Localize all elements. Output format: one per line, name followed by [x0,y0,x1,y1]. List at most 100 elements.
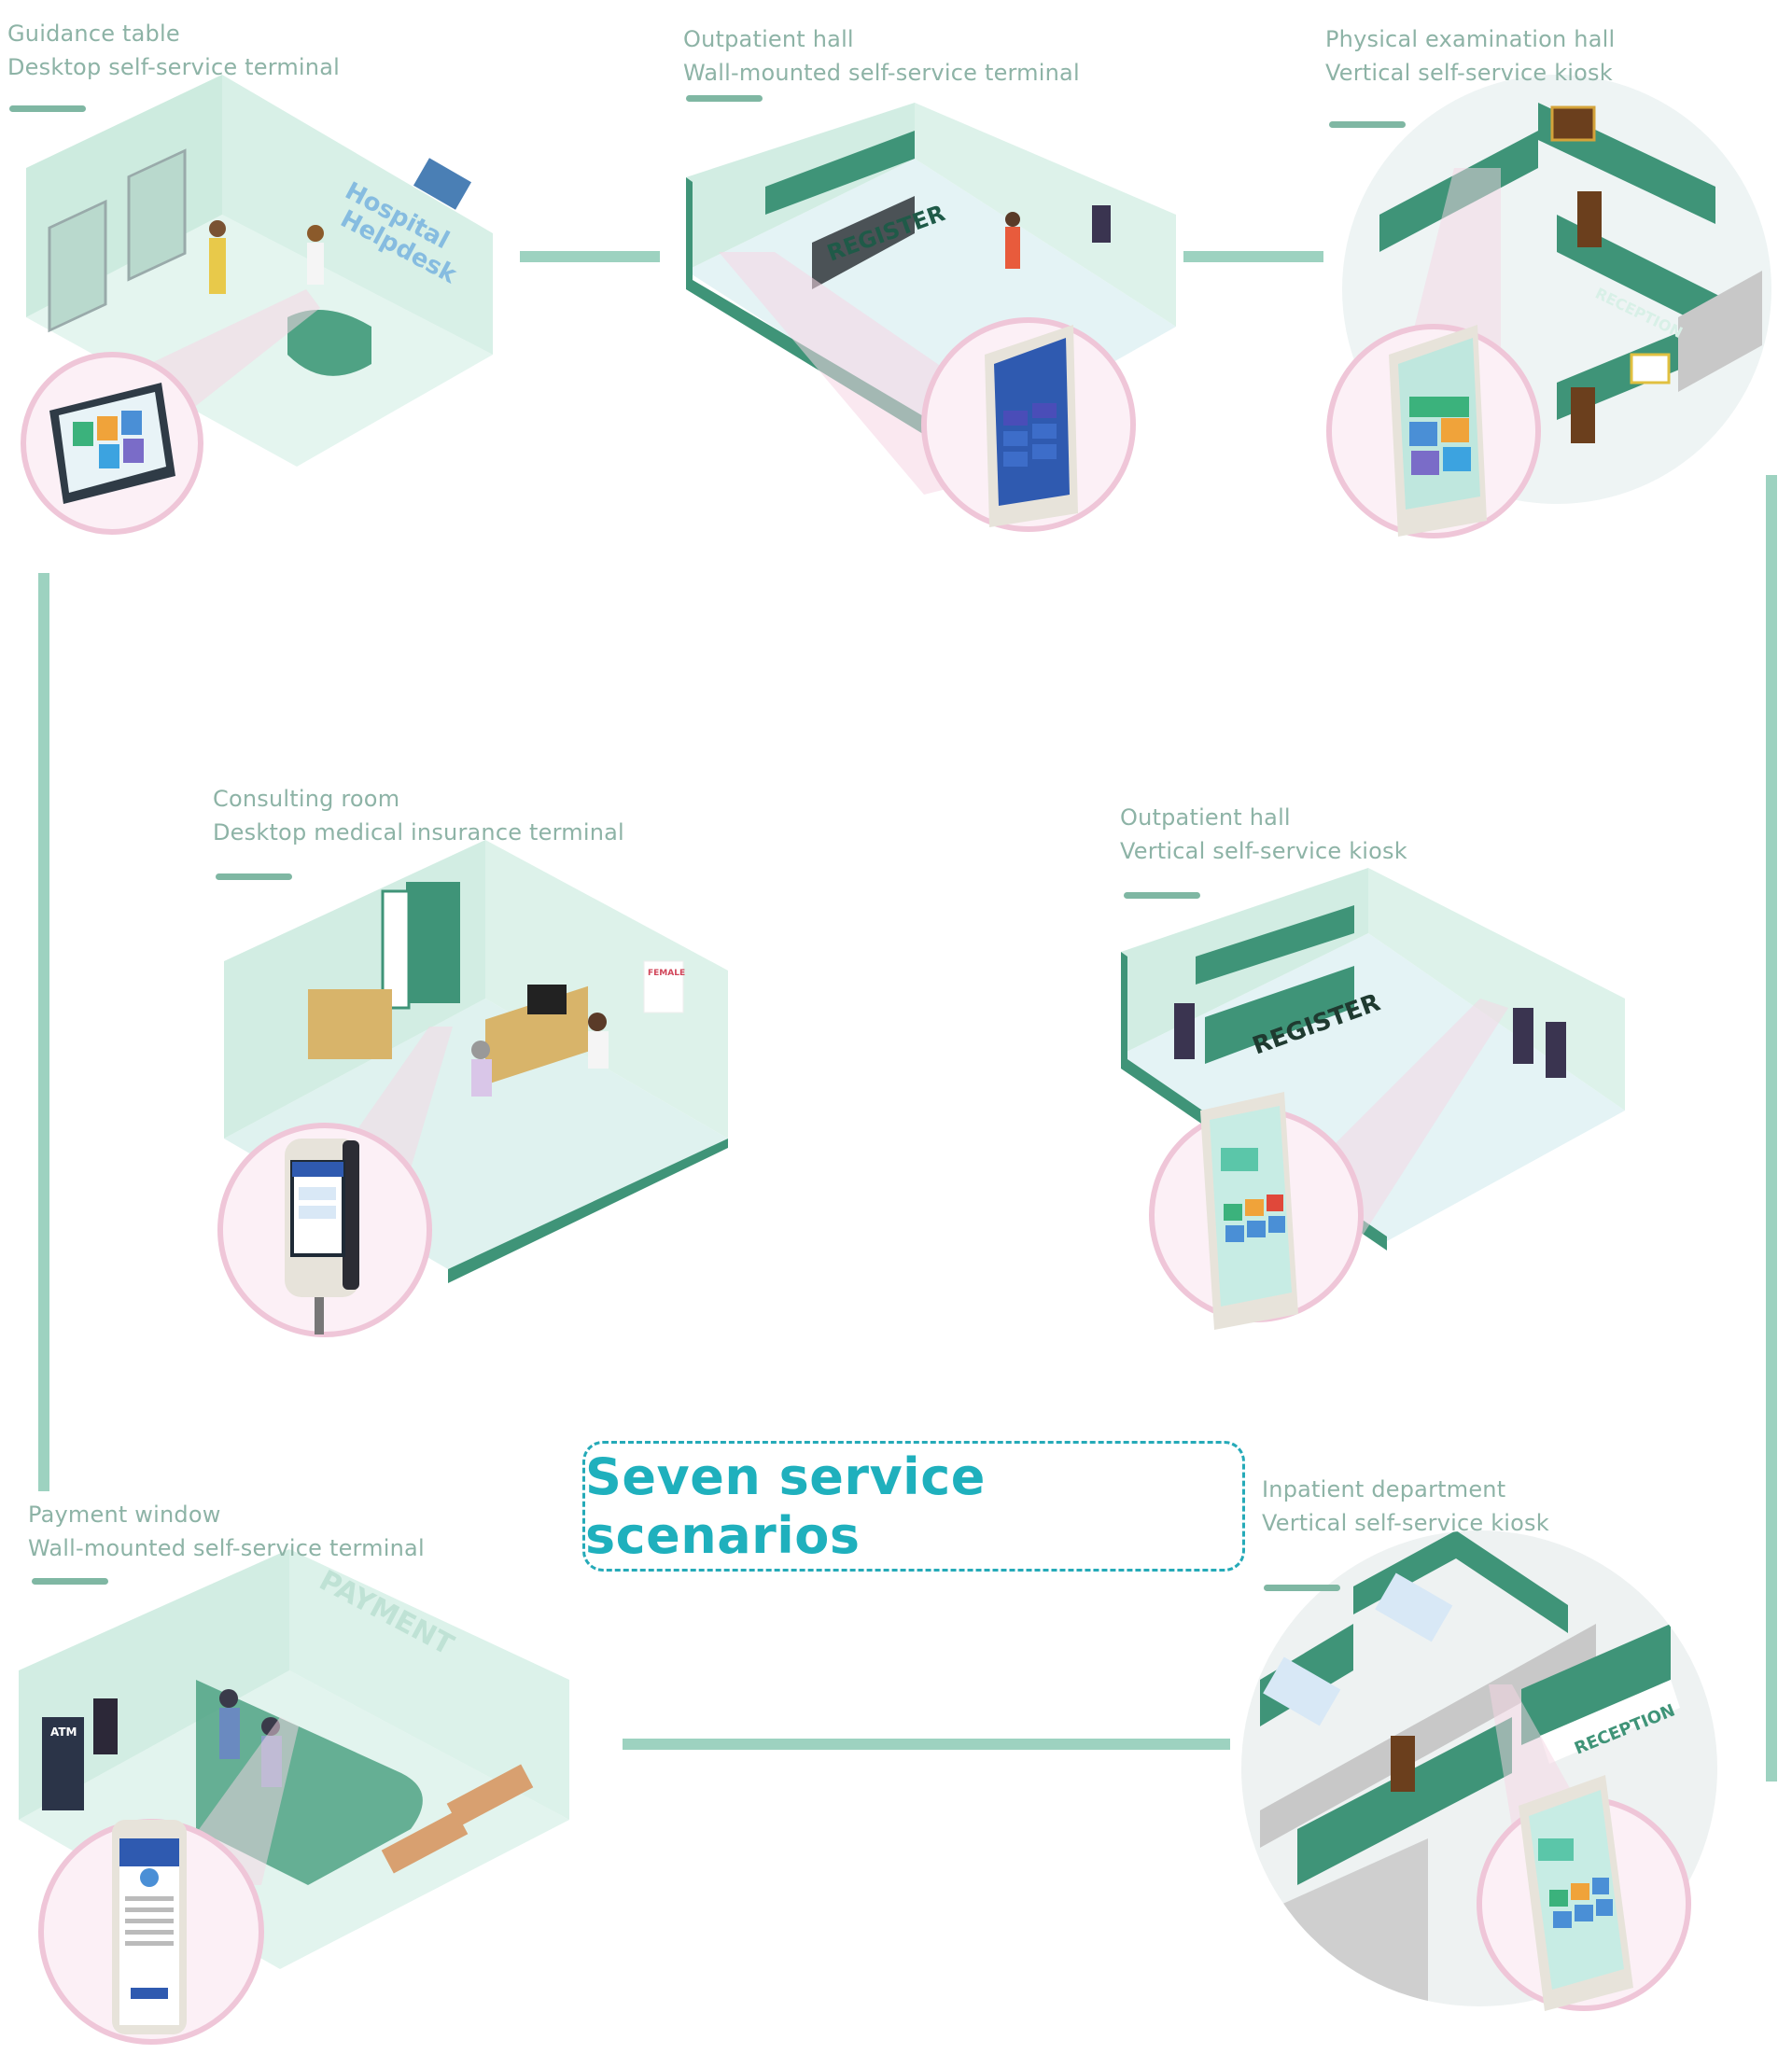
bench [446,1764,534,1827]
connector-payment-to-guidance [38,573,49,1491]
title-box: Seven service scenarios [582,1441,1245,1572]
room-right-wall [485,840,728,1139]
hospital-bed [1375,1572,1453,1642]
scenario-location: Payment window [28,1502,221,1528]
register-counter [765,131,915,215]
kiosk [1092,205,1111,243]
scenario-label-physical-exam: Physical examination hall Vertical self-… [1325,22,1615,90]
board [1550,105,1596,142]
door [406,882,460,1003]
register-desk [1205,966,1354,1064]
scene-guidance-table: Hospital Helpdesk [21,75,493,535]
scenario-location: Consulting room [213,786,400,812]
person [588,1013,607,1031]
room-edge [448,1139,728,1283]
computer-monitor [527,985,567,1014]
person [219,1689,238,1708]
scenario-device: Wall-mounted self-service terminal [683,60,1080,86]
scenario-location: Outpatient hall [1120,804,1291,831]
atm [42,1717,84,1810]
connector-guidance-to-outpatient-wall [520,251,660,262]
elevator-door [48,199,107,333]
room-right-wall [222,75,493,355]
register-desk [812,196,915,289]
label-underline [32,1578,108,1585]
page-title: Seven service scenarios [585,1447,986,1565]
desktop-terminal-icon [49,383,175,504]
scenario-device: Vertical self-service kiosk [1325,60,1613,86]
door [1571,387,1595,443]
scenario-device: Vertical self-service kiosk [1262,1510,1549,1536]
scenario-label-consulting: Consulting room Desktop medical insuranc… [213,782,624,849]
sign-text: ATM [50,1726,77,1739]
scenario-device: Desktop medical insurance terminal [213,819,624,845]
wall-monitor [413,158,472,210]
person [1005,227,1020,269]
scenario-label-payment: Payment window Wall-mounted self-service… [28,1498,425,1565]
wall-terminal-icon [112,1820,187,2034]
scenario-device: Desktop self-service terminal [7,54,340,80]
reception-desk [287,310,371,376]
scene-consulting-room: FEMALE [217,840,728,1337]
vertical-kiosk-icon [1519,1775,1633,2011]
kiosk [1174,1003,1195,1059]
connector-outpatient-wall-to-physical-exam [1183,251,1323,262]
poster [1630,353,1671,384]
kiosk [1513,1008,1533,1064]
door-frame [381,889,411,1010]
partition [1678,271,1762,392]
scenario-label-inpatient: Inpatient department Vertical self-servi… [1262,1473,1549,1540]
label-underline [1264,1585,1340,1591]
label-underline [686,95,763,102]
vertical-kiosk-icon [1389,325,1487,537]
room-right-wall [289,1549,569,1820]
scenario-label-guidance: Guidance table Desktop self-service term… [7,17,340,84]
person [219,1708,240,1759]
person [471,1041,490,1059]
bench [381,1810,469,1874]
person [209,220,226,237]
vertical-kiosk-icon [1200,1092,1298,1330]
scenario-label-outpatient-wall: Outpatient hall Wall-mounted self-servic… [683,22,1080,90]
door [1577,191,1602,247]
elevator-door [127,148,187,282]
corridor-wall [1260,1624,1596,1848]
scenario-device: Vertical self-service kiosk [1120,838,1407,864]
scenario-location: Guidance table [7,21,180,47]
label-underline [1329,121,1406,128]
person [471,1059,492,1097]
label-underline [1124,892,1200,899]
person [209,238,226,294]
corridor-green-wall [1297,1717,1512,1885]
connector-inpatient-to-payment [623,1739,1230,1750]
scene-outpatient-vertical: REGISTER [1121,868,1625,1330]
door [1391,1736,1415,1792]
person [588,1031,609,1069]
hospital-bed [1263,1656,1341,1726]
room-left-wall [19,1549,289,1820]
scenario-location: Physical examination hall [1325,26,1616,52]
kiosk [93,1698,118,1754]
scenario-location: Outpatient hall [683,26,854,52]
register-counter [1196,905,1354,985]
scenario-label-outpatient-vertical: Outpatient hall Vertical self-service ki… [1120,801,1407,868]
person [1005,212,1020,227]
kiosk [1546,1022,1566,1078]
scene-outpatient-wall: REGISTER [686,103,1176,532]
scene-physical-exam: RECEPTION [1326,75,1771,538]
connector-physical-exam-to-inpatient [1766,475,1777,1782]
scenario-location: Inpatient department [1262,1476,1506,1502]
reception-desk [1540,1680,1680,1764]
wall-terminal-icon [985,325,1078,527]
reception-wall [1521,1624,1671,1745]
scene-payment-window: PAYMENT ATM [19,1549,569,2045]
label-underline [9,105,86,112]
sign-text: FEMALE [648,969,685,978]
person [307,225,324,242]
label-underline [216,873,292,880]
insurance-terminal-icon [285,1139,359,1334]
room-right-wall [915,103,1176,327]
person [307,243,324,285]
scene-inpatient-department: RECEPTION [1241,1530,1717,2011]
scenario-device: Wall-mounted self-service terminal [28,1535,425,1561]
